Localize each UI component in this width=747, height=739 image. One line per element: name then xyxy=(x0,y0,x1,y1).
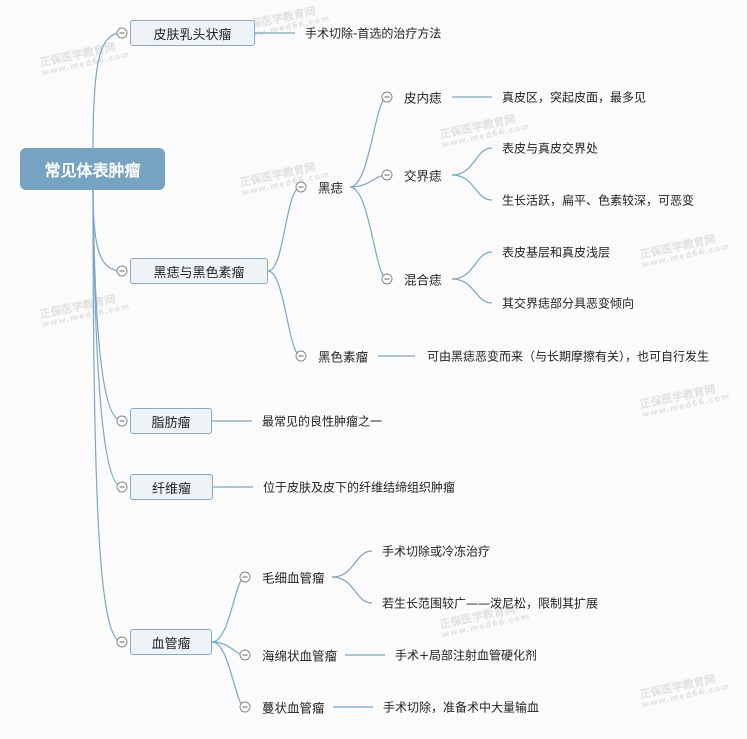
collapse-toggle[interactable] xyxy=(116,415,128,427)
note: 手术切除，准备术中大量输血 xyxy=(383,700,540,715)
note: 最常见的良性肿瘤之一 xyxy=(262,414,383,429)
node-fibroma[interactable]: 纤维瘤 xyxy=(130,474,213,500)
collapse-toggle[interactable] xyxy=(295,181,307,193)
node-hemangioma[interactable]: 血管瘤 xyxy=(130,629,212,655)
collapse-toggle[interactable] xyxy=(116,27,128,39)
node-cavernous-hemangioma[interactable]: 海绵状血管瘤 xyxy=(262,648,338,664)
note: 生长活跃，扁平、色素较深，可恶变 xyxy=(502,193,695,208)
note-papilloma: 手术切除-首选的治疗方法 xyxy=(305,26,442,41)
node-melanoma[interactable]: 黑色素瘤 xyxy=(318,349,369,365)
collapse-toggle[interactable] xyxy=(239,701,251,713)
note: 可由黑痣恶变而来（与长期摩擦有关），也可自行发生 xyxy=(427,349,710,364)
node-label: 纤维瘤 xyxy=(151,481,191,497)
node-papilloma[interactable]: 皮肤乳头状瘤 xyxy=(130,20,255,46)
node-nevus[interactable]: 黑痣 xyxy=(318,180,344,196)
collapse-toggle[interactable] xyxy=(239,571,251,583)
collapse-toggle[interactable] xyxy=(116,265,128,277)
node-label: 黑痣与黑色素瘤 xyxy=(153,265,245,281)
note: 表皮与真皮交界处 xyxy=(502,141,599,156)
node-label: 血管瘤 xyxy=(151,636,191,652)
note: 手术切除或冷冻治疗 xyxy=(382,544,491,559)
collapse-toggle[interactable] xyxy=(381,91,393,103)
note: 若生长范围较广——泼尼松，限制其扩展 xyxy=(382,596,599,611)
node-racemose-hemangioma[interactable]: 蔓状血管瘤 xyxy=(262,700,325,716)
root-node[interactable]: 常见体表肿瘤 xyxy=(20,148,165,190)
note: 手术+局部注射血管硬化剂 xyxy=(395,648,538,663)
note: 表皮基层和真皮浅层 xyxy=(502,245,611,260)
collapse-toggle[interactable] xyxy=(381,169,393,181)
root-label: 常见体表肿瘤 xyxy=(44,161,141,180)
collapse-toggle[interactable] xyxy=(116,636,128,648)
node-compound-nevus[interactable]: 混合痣 xyxy=(404,272,442,288)
collapse-toggle[interactable] xyxy=(295,350,307,362)
collapse-toggle[interactable] xyxy=(381,273,393,285)
collapse-toggle[interactable] xyxy=(116,481,128,493)
note: 其交界痣部分具恶变倾向 xyxy=(502,296,635,311)
collapse-toggle[interactable] xyxy=(239,649,251,661)
node-junctional-nevus[interactable]: 交界痣 xyxy=(404,168,442,184)
node-label: 脂肪瘤 xyxy=(151,415,191,431)
node-lipoma[interactable]: 脂肪瘤 xyxy=(130,408,212,434)
note: 位于皮肤及皮下的纤维结缔组织肿瘤 xyxy=(263,480,456,495)
node-nevus-melanoma[interactable]: 黑痣与黑色素瘤 xyxy=(130,258,268,284)
note: 真皮区，突起皮面，最多见 xyxy=(502,90,647,105)
node-capillary-hemangioma[interactable]: 毛细血管瘤 xyxy=(262,570,325,586)
node-label: 皮肤乳头状瘤 xyxy=(153,27,232,43)
node-intradermal-nevus[interactable]: 皮内痣 xyxy=(404,90,442,106)
